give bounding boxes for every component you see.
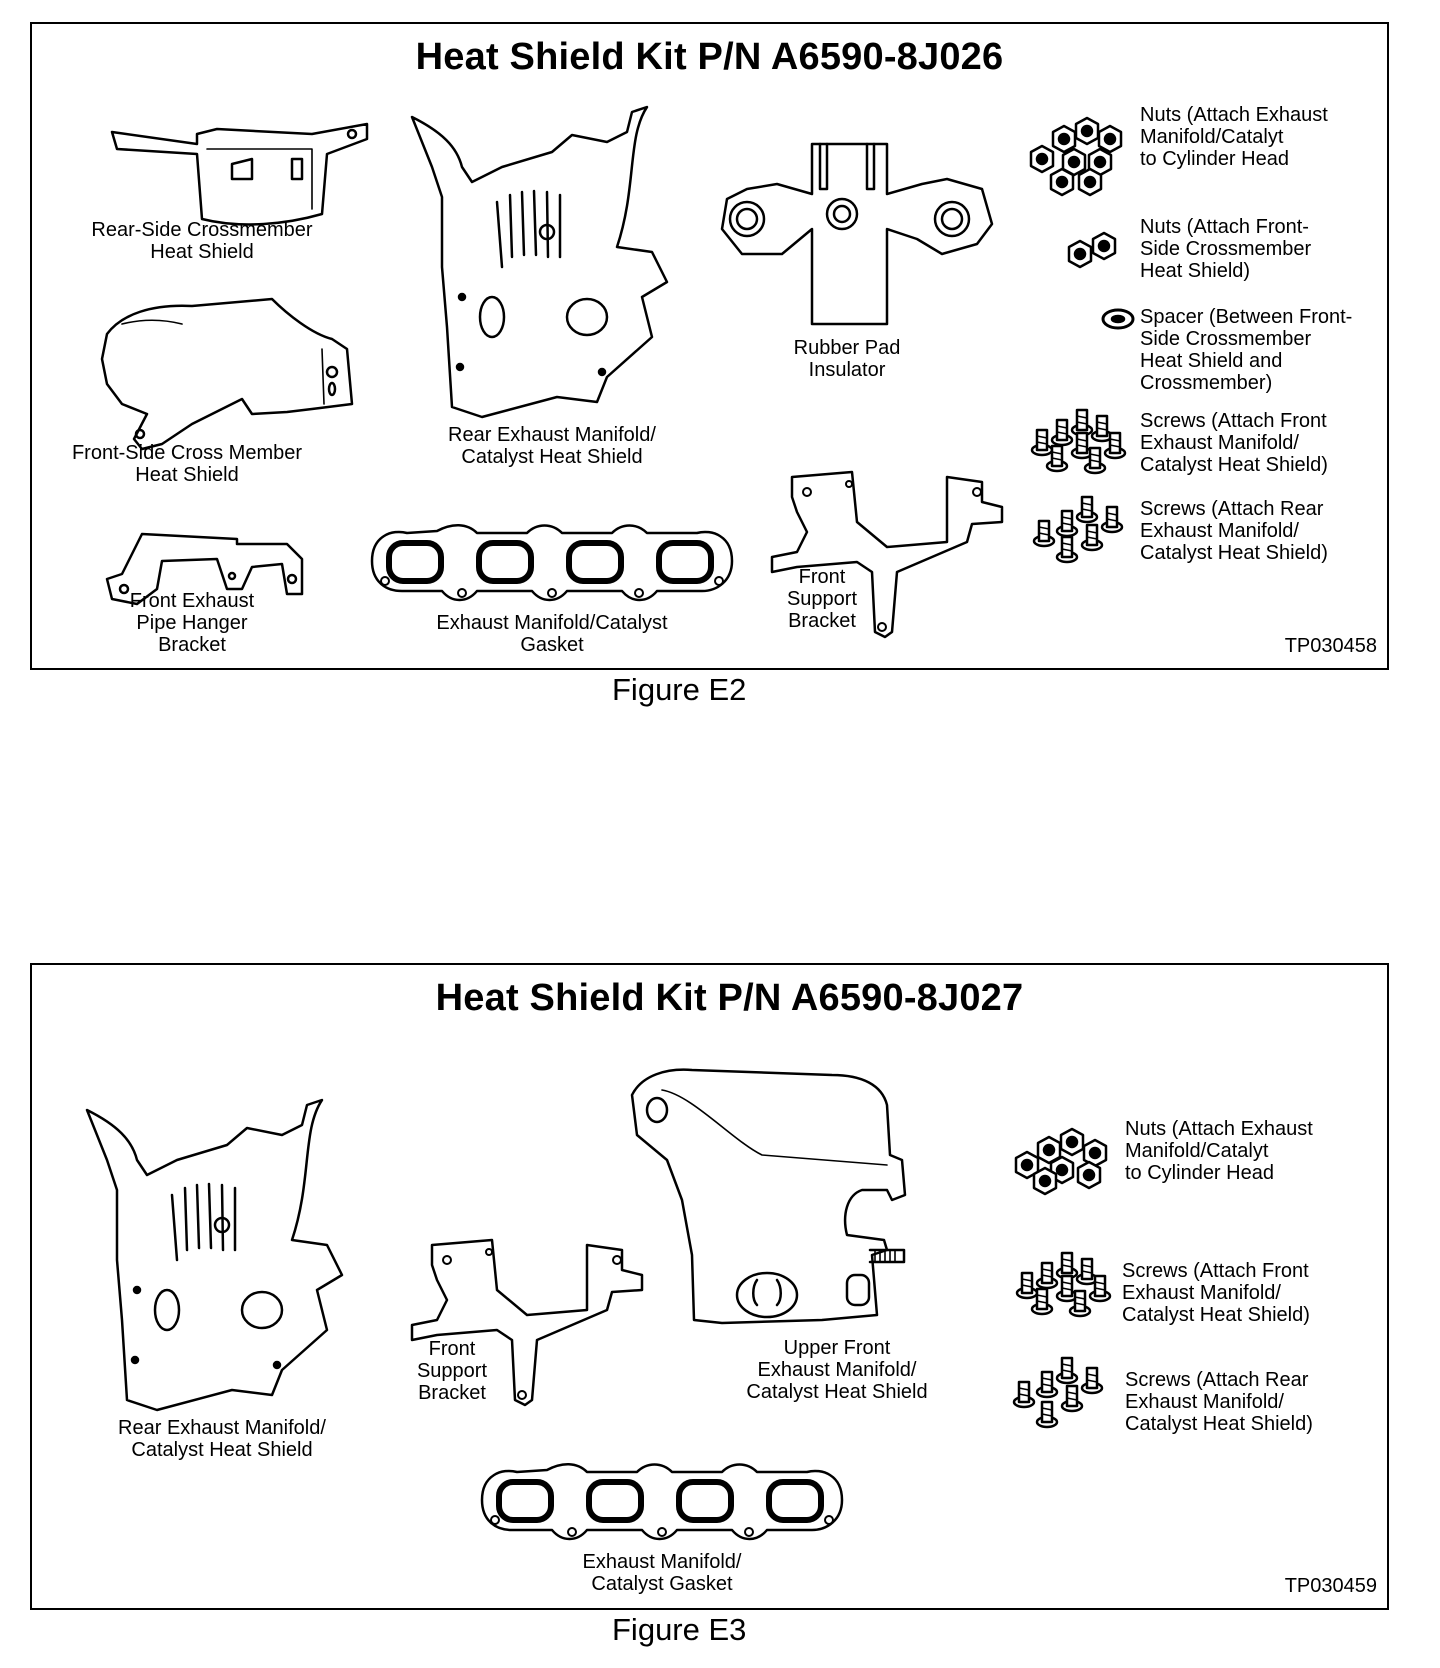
figure-e3-title: Heat Shield Kit P/N A6590-8J027	[435, 977, 1024, 1019]
rear-exhaust-manifold-heat-shield-drawing	[85, 1098, 344, 1412]
exhaust-manifold-gasket-drawing	[367, 521, 747, 611]
label-rear-side-crossmember-heat-shield: Rear-Side Crossmember Heat Shield	[91, 219, 313, 263]
nuts-cylinder-head-drawing	[1014, 1127, 1108, 1196]
spacer-drawing	[1101, 308, 1135, 330]
figure-e2-title: Heat Shield Kit P/N A6590-8J026	[415, 36, 1004, 78]
nuts-front-side-drawing	[1067, 231, 1117, 269]
label-rear-exhaust-manifold-heat-shield: Rear Exhaust Manifold/ Catalyst Heat Shi…	[118, 1417, 326, 1461]
screws-front-drawing	[1015, 1251, 1112, 1318]
figure-e2-caption: Figure E2	[612, 672, 747, 707]
label-nuts-cylinder-head: Nuts (Attach Exhaust Manifold/Catalyt to…	[1140, 104, 1328, 170]
figure-e2-panel: Heat Shield Kit P/N A6590-8J026 Rear-Sid…	[30, 22, 1389, 670]
figure-e3-caption: Figure E3	[612, 1612, 747, 1647]
label-rear-exhaust-manifold-heat-shield: Rear Exhaust Manifold/ Catalyst Heat Shi…	[448, 424, 656, 468]
label-exhaust-manifold-gasket: Exhaust Manifold/Catalyst Gasket	[436, 612, 668, 656]
label-front-exhaust-pipe-hanger-bracket: Front Exhaust Pipe Hanger Bracket	[129, 590, 255, 656]
figure-e2-number: TP030458	[1284, 635, 1377, 657]
label-screws-front: Screws (Attach Front Exhaust Manifold/ C…	[1140, 410, 1328, 476]
label-front-support-bracket: Front Support Bracket	[416, 1338, 488, 1404]
front-support-bracket-drawing	[770, 470, 1004, 639]
figure-e3-number: TP030459	[1284, 1575, 1377, 1597]
screws-rear-drawing	[1032, 495, 1124, 564]
label-rubber-pad-insulator: Rubber Pad Insulator	[793, 337, 901, 381]
label-nuts-front-side: Nuts (Attach Front- Side Crossmember Hea…	[1140, 216, 1312, 282]
label-screws-rear: Screws (Attach Rear Exhaust Manifold/ Ca…	[1140, 498, 1328, 564]
screws-rear-drawing	[1012, 1356, 1104, 1429]
nuts-cylinder-head-drawing	[1029, 116, 1123, 197]
label-front-side-cross-member-heat-shield: Front-Side Cross Member Heat Shield	[71, 442, 303, 486]
rear-exhaust-manifold-heat-shield-drawing	[410, 105, 669, 419]
label-exhaust-manifold-gasket: Exhaust Manifold/ Catalyst Gasket	[582, 1551, 742, 1595]
label-screws-front: Screws (Attach Front Exhaust Manifold/ C…	[1122, 1260, 1310, 1326]
label-front-support-bracket: Front Support Bracket	[786, 566, 858, 632]
exhaust-manifold-gasket-drawing	[477, 1460, 857, 1550]
screws-front-drawing	[1030, 408, 1127, 475]
figure-e3-panel: Heat Shield Kit P/N A6590-8J027 Rear Exh…	[30, 963, 1389, 1610]
label-nuts-cylinder-head: Nuts (Attach Exhaust Manifold/Catalyt to…	[1125, 1118, 1313, 1184]
label-screws-rear: Screws (Attach Rear Exhaust Manifold/ Ca…	[1125, 1369, 1313, 1435]
front-side-cross-member-heat-shield-drawing	[100, 297, 354, 451]
rear-side-crossmember-heat-shield-drawing	[110, 122, 369, 226]
rubber-pad-insulator-drawing	[720, 142, 994, 326]
label-upper-front-exhaust-manifold-heat-shield: Upper Front Exhaust Manifold/ Catalyst H…	[746, 1337, 928, 1403]
front-exhaust-pipe-hanger-bracket-drawing	[105, 532, 304, 606]
label-spacer: Spacer (Between Front- Side Crossmember …	[1140, 306, 1353, 394]
upper-front-exhaust-manifold-heat-shield-drawing	[630, 1068, 907, 1325]
